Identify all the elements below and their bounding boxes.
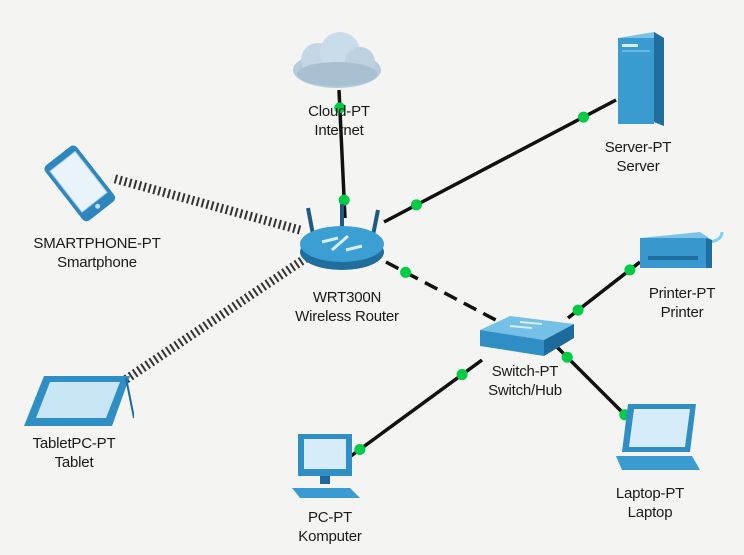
laptop-model: Laptop-PT (615, 485, 685, 502)
server-model: Server-PT (604, 139, 672, 156)
router-name: Wireless Router (295, 308, 399, 325)
smartphone-label: SMARTPHONE-PT Smartphone (33, 234, 160, 272)
smartphone-name: Smartphone (57, 254, 137, 271)
pc-name: Komputer (298, 528, 362, 545)
link-light-a (338, 194, 350, 206)
wireless-router-icon[interactable] (292, 200, 390, 274)
tablet-name: Tablet (54, 454, 94, 471)
cloud-icon[interactable] (288, 30, 386, 92)
link-router-server[interactable] (383, 98, 617, 224)
laptop-icon[interactable] (614, 400, 702, 476)
switch-model: Switch-PT (491, 363, 559, 380)
router-model: WRT300N (312, 289, 382, 306)
link-switch-printer[interactable] (566, 260, 642, 320)
server-label: Server-PT Server (605, 138, 672, 176)
link-router-tablet[interactable] (119, 254, 309, 386)
pc-model: PC-PT (307, 509, 352, 526)
link-light-b (354, 443, 366, 455)
printer-name: Printer (660, 304, 704, 321)
cloud-model: Cloud-PT (308, 103, 370, 120)
laptop-name: Laptop (627, 504, 673, 521)
switch-icon[interactable] (476, 314, 578, 360)
link-light-a (572, 304, 584, 316)
link-light-a (561, 351, 573, 363)
link-router-smartphone[interactable] (110, 173, 302, 235)
smartphone-model: SMARTPHONE-PT (33, 235, 161, 252)
switch-name: Switch/Hub (488, 382, 562, 399)
link-light-b (578, 111, 590, 123)
server-name: Server (616, 158, 660, 175)
link-switch-pc[interactable] (338, 358, 484, 466)
cloud-label: Cloud-PT Internet (308, 102, 370, 140)
switch-label: Switch-PT Switch/Hub (488, 362, 562, 400)
link-light-a (410, 199, 422, 211)
tablet-model: TabletPC-PT (32, 435, 116, 452)
laptop-label: Laptop-PT Laptop (616, 484, 684, 522)
server-icon[interactable] (610, 30, 668, 130)
link-router-cloud[interactable] (334, 89, 350, 219)
printer-label: Printer-PT Printer (648, 284, 716, 322)
router-label: WRT300N Wireless Router (295, 288, 399, 326)
pc-label: PC-PT Komputer (298, 508, 362, 546)
link-light-a (400, 266, 412, 278)
tablet-label: TabletPC-PT Tablet (33, 434, 116, 472)
printer-model: Printer-PT (648, 285, 716, 302)
link-light-b (334, 102, 346, 114)
printer-icon[interactable] (634, 228, 724, 276)
pc-icon[interactable] (286, 430, 364, 502)
smartphone-icon[interactable] (38, 145, 120, 223)
tablet-icon[interactable] (18, 368, 134, 430)
cloud-name: Internet (314, 122, 364, 139)
link-light-b (624, 264, 636, 276)
link-light-a (456, 369, 468, 381)
